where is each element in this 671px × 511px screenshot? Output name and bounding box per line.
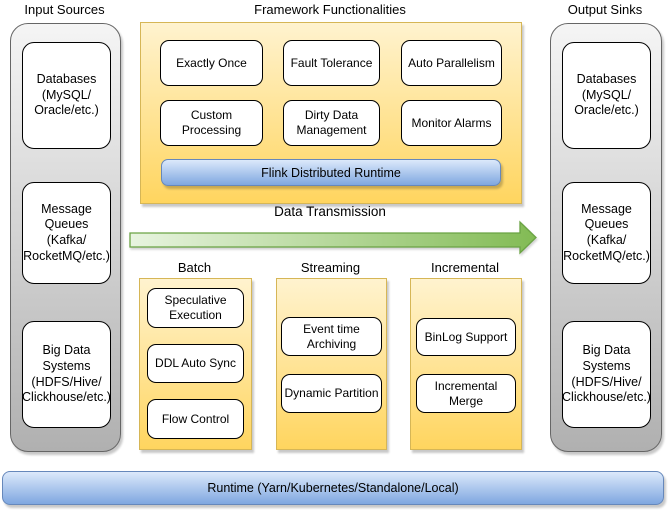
incremental-panel: BinLog Support Incremental Merge bbox=[410, 278, 522, 450]
feature-dirty-data-management: Dirty Data Management bbox=[283, 100, 380, 146]
streaming-title: Streaming bbox=[300, 260, 361, 275]
output-sinks-title: Output Sinks bbox=[567, 2, 643, 17]
input-node-big-data-systems: Big Data Systems (HDFS/Hive/ Clickhouse/… bbox=[22, 321, 111, 428]
streaming-node-event-time-archiving: Event time Archiving bbox=[281, 317, 382, 356]
streaming-panel: Event time Archiving Dynamic Partition bbox=[276, 278, 387, 450]
incremental-node-binlog-support: BinLog Support bbox=[416, 318, 516, 356]
feature-fault-tolerance: Fault Tolerance bbox=[283, 40, 380, 86]
batch-panel: Speculative Execution DDL Auto Sync Flow… bbox=[139, 278, 252, 450]
batch-title: Batch bbox=[177, 260, 212, 275]
incremental-title: Incremental bbox=[431, 260, 499, 275]
output-sinks-panel: Databases (MySQL/ Oracle/etc.) Message Q… bbox=[550, 23, 662, 452]
streaming-node-dynamic-partition: Dynamic Partition bbox=[281, 374, 382, 413]
framework-title: Framework Functionalities bbox=[254, 2, 406, 17]
incremental-node-incremental-merge: Incremental Merge bbox=[416, 374, 516, 413]
data-transmission-label: Data Transmission bbox=[274, 204, 386, 219]
output-node-big-data-systems: Big Data Systems (HDFS/Hive/ Clickhouse/… bbox=[562, 321, 651, 428]
input-node-message-queues: Message Queues (Kafka/ RocketMQ/etc.) bbox=[22, 182, 111, 284]
framework-panel: Exactly Once Fault Tolerance Auto Parall… bbox=[140, 22, 522, 204]
bottom-runtime-bar: Runtime (Yarn/Kubernetes/Standalone/Loca… bbox=[2, 471, 664, 505]
batch-node-speculative-execution: Speculative Execution bbox=[147, 288, 244, 328]
feature-exactly-once: Exactly Once bbox=[160, 40, 263, 86]
batch-node-ddl-auto-sync: DDL Auto Sync bbox=[147, 344, 244, 383]
input-sources-title: Input Sources bbox=[24, 2, 105, 17]
feature-monitor-alarms: Monitor Alarms bbox=[401, 100, 502, 146]
batch-node-flow-control: Flow Control bbox=[147, 399, 244, 439]
output-node-databases: Databases (MySQL/ Oracle/etc.) bbox=[562, 42, 651, 149]
feature-custom-processing: Custom Processing bbox=[160, 100, 263, 146]
data-transmission-arrow-icon bbox=[129, 220, 537, 255]
output-node-message-queues: Message Queues (Kafka/ RocketMQ/etc.) bbox=[562, 182, 651, 284]
flink-runtime-bar: Flink Distributed Runtime bbox=[161, 159, 501, 186]
feature-auto-parallelism: Auto Parallelism bbox=[401, 40, 502, 86]
input-node-databases: Databases (MySQL/ Oracle/etc.) bbox=[22, 42, 111, 149]
input-sources-panel: Databases (MySQL/ Oracle/etc.) Message Q… bbox=[10, 23, 121, 452]
